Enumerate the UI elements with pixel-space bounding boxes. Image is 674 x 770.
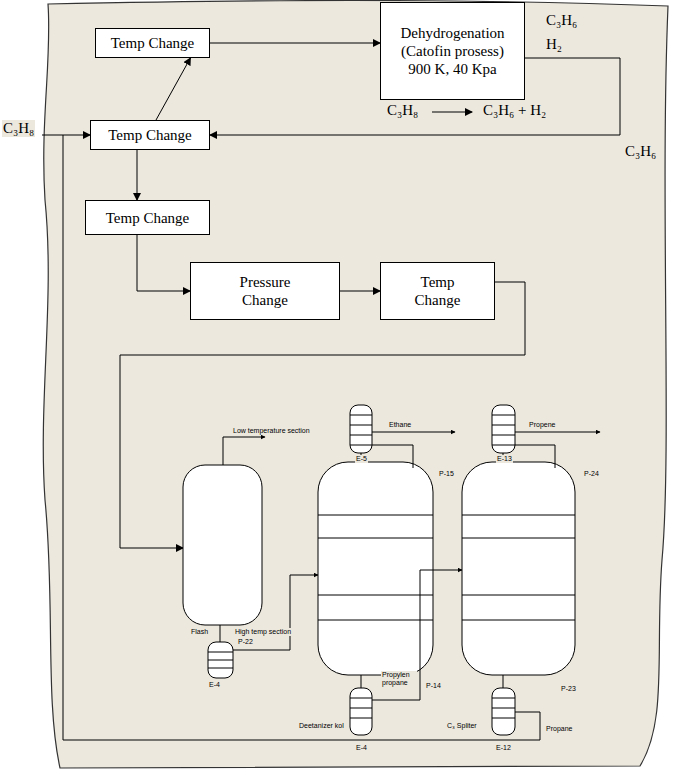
equipment-label: E-4: [355, 744, 368, 752]
equipment-label: E-12: [495, 744, 512, 752]
equipment-label: Flash: [190, 628, 209, 636]
splitter-column: [462, 462, 575, 675]
process-box: Temp Change: [380, 262, 495, 320]
flash-drum: [183, 465, 262, 625]
equipment-label: Propane: [545, 725, 573, 733]
drum-outlet: [220, 625, 221, 642]
column-trays: [318, 515, 433, 620]
column-trays: [462, 515, 575, 620]
equipment-label: Ethane: [388, 421, 412, 429]
box-text: Temp Change: [106, 209, 190, 227]
process-box: Temp Change: [85, 200, 210, 235]
flow-connector: [137, 235, 190, 291]
equipment-label: P-23: [560, 685, 577, 693]
equipment-label: Low temperature section: [232, 427, 311, 435]
condenser: [492, 405, 515, 453]
ethane-line: [372, 432, 455, 433]
equipment-label: P-15: [438, 470, 455, 478]
liquid-line: [233, 575, 318, 650]
reboiler-lines: [492, 675, 515, 718]
chemical-label: C₃H₈: [386, 102, 419, 119]
reboiler: [492, 688, 515, 735]
process-box: Dehydrogenation(Catofin prosess)900 K, 4…: [380, 2, 525, 100]
chemical-label: C₃H₆: [545, 12, 578, 29]
equipment-label: Propylen propane: [381, 671, 417, 687]
equipment-label: Deetanizer kol: [298, 722, 345, 730]
chemical-label: C₃H₆ + H₂: [482, 102, 547, 119]
flow-connector: [210, 43, 380, 44]
reboiler-lines: [350, 675, 372, 718]
box-text: Temp Change: [108, 126, 192, 144]
equipment-label: P-24: [583, 470, 600, 478]
chemical-label: C₃H₆: [624, 143, 657, 160]
process-box: Temp Change: [95, 28, 210, 58]
chemical-label: C₃H₈: [2, 120, 35, 137]
box-text: Pressure Change: [228, 273, 303, 309]
feed-line: [42, 135, 90, 136]
flow-connector: [340, 291, 380, 292]
reflux-line: [372, 445, 413, 468]
equipment-label: Propene: [528, 421, 556, 429]
box-text: Temp Change: [111, 34, 195, 52]
flow-connector: [156, 58, 190, 120]
equipment-label: E-13: [496, 455, 513, 463]
reboiler: [350, 688, 372, 735]
equipment-label: E-4: [208, 681, 221, 689]
equipment-label: P-22: [237, 638, 254, 646]
box-text: Temp Change: [408, 273, 468, 309]
box-text: 900 K, 40 Kpa: [408, 60, 496, 78]
box-text: (Catofin prosess): [401, 42, 504, 60]
propene-line: [515, 432, 600, 433]
chemical-label: H₂: [545, 36, 563, 53]
box-text: Dehydrogenation: [400, 24, 504, 42]
reflux-line: [515, 445, 555, 468]
deethanizer-column: [318, 462, 433, 675]
equipment-label: E-5: [355, 455, 368, 463]
equipment-label: P-14: [425, 682, 442, 690]
reaction-arrow: [432, 112, 472, 113]
equipment-label: C₃ Spliter: [446, 722, 478, 730]
condenser: [350, 405, 372, 453]
flash-pump: [208, 642, 233, 678]
equipment-label: High temp section: [234, 628, 292, 636]
process-box: Temp Change: [90, 120, 210, 150]
vapour-line: [223, 437, 265, 465]
flow-connector: [137, 150, 138, 200]
bottoms-line: [372, 570, 462, 700]
plant-boundary: [43, 1, 668, 769]
process-box: Pressure Change: [190, 262, 340, 320]
pump-lines: [208, 652, 233, 668]
